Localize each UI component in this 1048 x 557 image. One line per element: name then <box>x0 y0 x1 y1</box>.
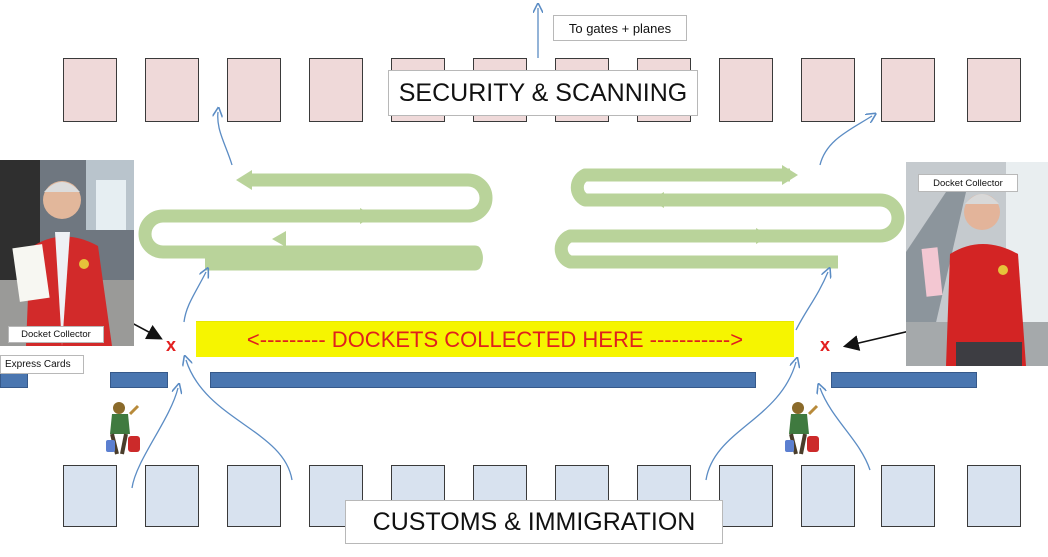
barrier-left-edge <box>0 372 28 388</box>
express-cards-label: Express Cards <box>0 355 84 374</box>
customs-booth <box>881 465 935 527</box>
customs-booth <box>967 465 1021 527</box>
docket-point-right: x <box>820 335 831 355</box>
security-gate <box>801 58 855 122</box>
security-gate <box>63 58 117 122</box>
collector-label-left: Docket Collector <box>8 326 104 343</box>
security-gate <box>881 58 935 122</box>
security-gate <box>719 58 773 122</box>
traveller-icon <box>783 400 823 456</box>
security-gate <box>967 58 1021 122</box>
customs-booth <box>801 465 855 527</box>
docket-collector-photo-left: Docket Collector <box>0 160 134 346</box>
traveller-icon <box>104 400 144 456</box>
flow-arrows <box>131 8 872 489</box>
customs-booth <box>227 465 281 527</box>
dockets-banner: <--------- DOCKETS COLLECTED HERE ------… <box>196 321 794 357</box>
customs-booth <box>63 465 117 527</box>
right-queue-arrows <box>650 165 798 244</box>
customs-label: CUSTOMS & IMMIGRATION <box>345 500 723 544</box>
left-queue-arrows <box>236 170 374 247</box>
barrier-center <box>210 372 756 388</box>
customs-booth <box>145 465 199 527</box>
right-queue-path <box>554 168 905 269</box>
docket-point-left: x <box>166 335 177 355</box>
barrier-express <box>110 372 168 388</box>
customs-booth <box>719 465 773 527</box>
exit-label: To gates + planes <box>553 15 687 41</box>
security-gate <box>227 58 281 122</box>
security-gate <box>309 58 363 122</box>
security-label: SECURITY & SCANNING <box>388 70 698 116</box>
left-queue-path <box>138 173 493 271</box>
barrier-right <box>831 372 977 388</box>
security-gate <box>145 58 199 122</box>
docket-collector-photo-right: Docket Collector <box>906 162 1048 366</box>
collector-label-right: Docket Collector <box>918 174 1018 192</box>
